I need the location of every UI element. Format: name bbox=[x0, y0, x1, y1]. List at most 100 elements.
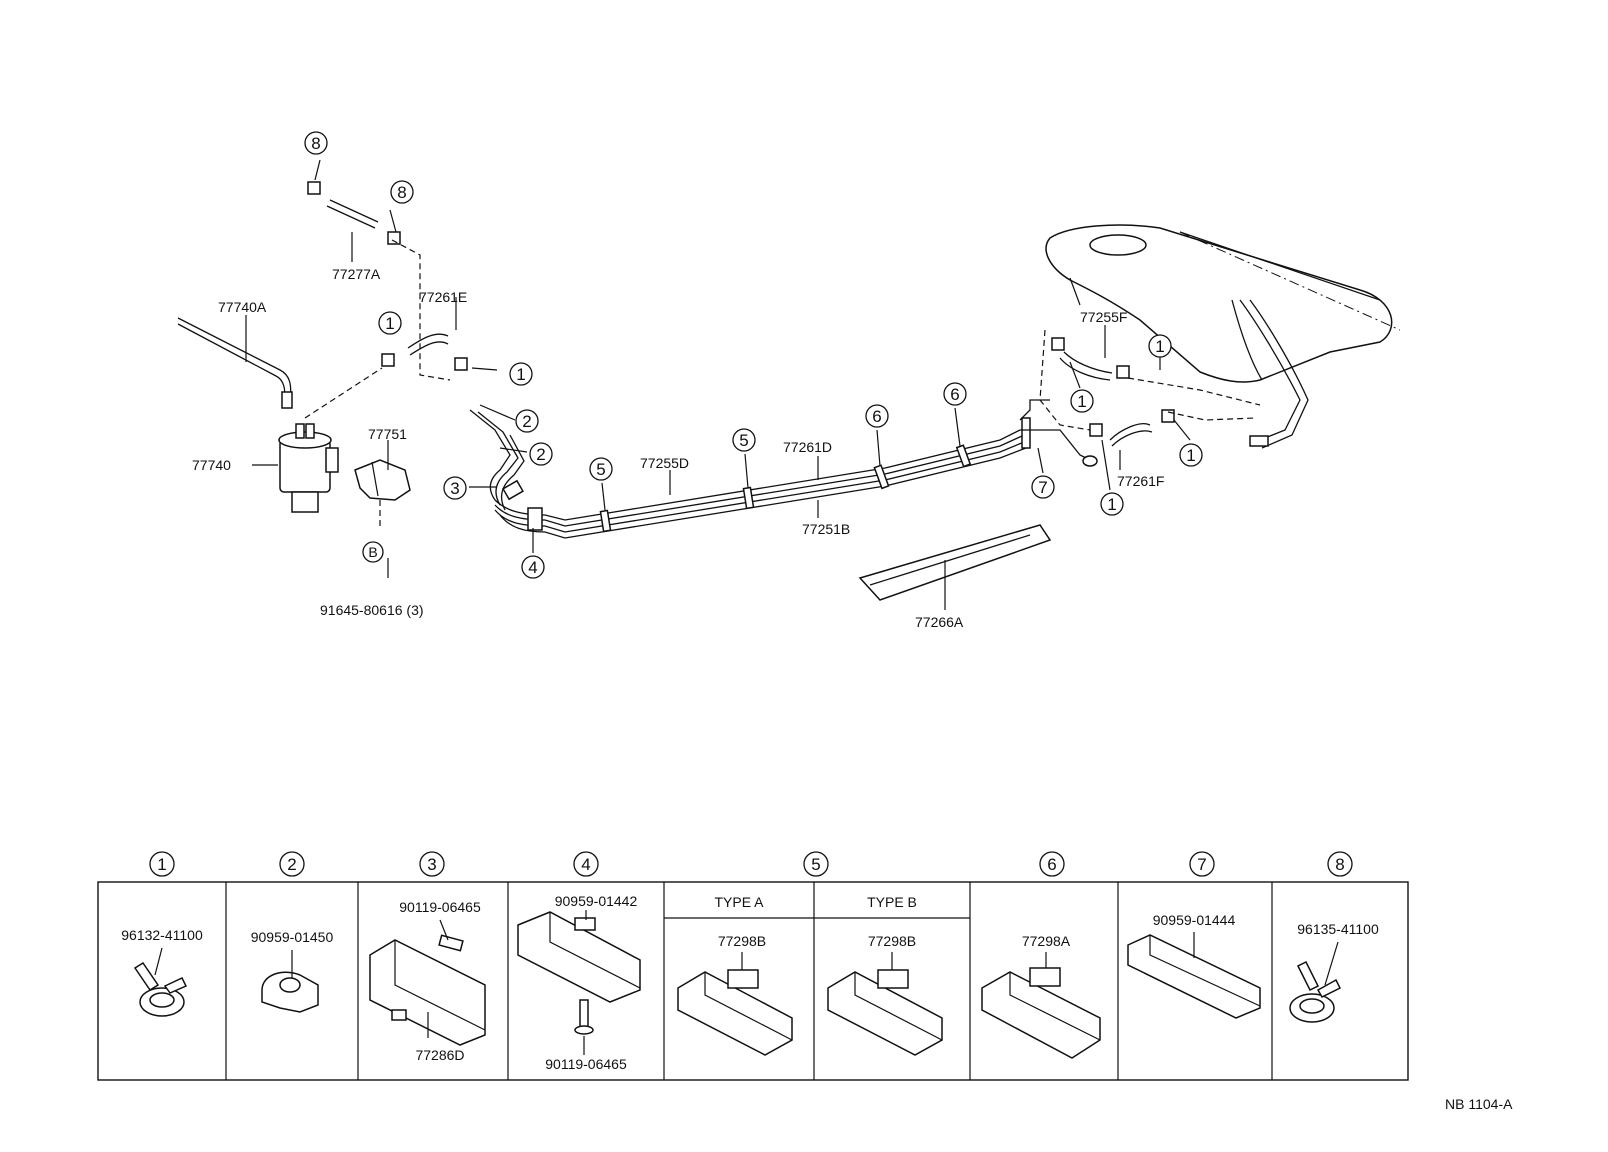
cell-90119-06465-b: 90119-06465 bbox=[545, 1056, 627, 1072]
svg-text:1: 1 bbox=[1077, 392, 1086, 411]
label-77251B: 77251B bbox=[802, 521, 850, 537]
callout-circle: 4 bbox=[521, 555, 545, 579]
callout-circle: 5 bbox=[589, 457, 613, 481]
cell-90959-01444: 90959-01444 bbox=[1153, 912, 1236, 928]
callout-circle: 2 bbox=[529, 442, 553, 466]
callout-circle: 6 bbox=[943, 382, 967, 406]
svg-text:4: 4 bbox=[581, 855, 590, 874]
column-header-2: 2 bbox=[279, 851, 305, 877]
hose-77261F bbox=[1109, 423, 1153, 447]
charcoal-canister bbox=[278, 423, 339, 513]
clamp-sketch-2 bbox=[261, 950, 319, 1013]
label-77261F: 77261F bbox=[1117, 473, 1164, 489]
short-hose bbox=[326, 199, 379, 229]
callout-circle: 3 bbox=[443, 476, 467, 500]
svg-text:3: 3 bbox=[427, 855, 436, 874]
cell-77286D: 77286D bbox=[415, 1047, 464, 1063]
svg-text:6: 6 bbox=[950, 385, 959, 404]
callout-circle: 8 bbox=[304, 131, 328, 155]
diagram-code: NB 1104-A bbox=[1445, 1096, 1513, 1112]
clamp-sketch-8 bbox=[1289, 941, 1342, 1023]
callout-circle: 7 bbox=[1031, 475, 1055, 499]
svg-text:1: 1 bbox=[1107, 495, 1116, 514]
label-77740A: 77740A bbox=[218, 299, 267, 315]
svg-text:8: 8 bbox=[397, 183, 406, 202]
svg-text:8: 8 bbox=[1335, 855, 1344, 874]
hose-77261E bbox=[407, 333, 449, 356]
svg-text:5: 5 bbox=[739, 431, 748, 450]
svg-text:5: 5 bbox=[811, 855, 820, 874]
label-77751: 77751 bbox=[368, 426, 407, 442]
svg-text:3: 3 bbox=[450, 479, 459, 498]
shield-plate bbox=[858, 524, 1052, 601]
callout-circle: 1 bbox=[1179, 443, 1203, 467]
cell-90119-06465-a: 90119-06465 bbox=[399, 899, 481, 915]
svg-text:6: 6 bbox=[1047, 855, 1056, 874]
fuel-line-bundle bbox=[469, 399, 1098, 539]
clamp-sketch-1 bbox=[133, 947, 188, 1017]
callout-circle: 1 bbox=[509, 362, 533, 386]
column-header-4: 4 bbox=[573, 851, 599, 877]
cell-90959-01450: 90959-01450 bbox=[251, 929, 334, 945]
svg-text:1: 1 bbox=[1155, 337, 1164, 356]
clamp-sketch-5a bbox=[677, 952, 793, 1056]
callout-circle: 1 bbox=[1100, 492, 1124, 516]
svg-text:7: 7 bbox=[1197, 855, 1206, 874]
cell-96135-41100: 96135-41100 bbox=[1297, 921, 1379, 937]
svg-text:1: 1 bbox=[1186, 446, 1195, 465]
column-header-8: 8 bbox=[1327, 851, 1353, 877]
column-header-5: 5 bbox=[803, 851, 829, 877]
callout-circle: 2 bbox=[515, 409, 539, 433]
type-b-header: TYPE B bbox=[867, 894, 917, 910]
canister-bracket bbox=[354, 459, 411, 501]
label-77740: 77740 bbox=[192, 457, 231, 473]
column-header-7: 7 bbox=[1189, 851, 1215, 877]
column-header-1: 1 bbox=[149, 851, 175, 877]
svg-text:1: 1 bbox=[385, 314, 394, 333]
cell-96132-41100: 96132-41100 bbox=[121, 927, 203, 943]
cell-90959-01442: 90959-01442 bbox=[555, 893, 638, 909]
label-77255D: 77255D bbox=[640, 455, 689, 471]
cell-77298B-b: 77298B bbox=[868, 933, 916, 949]
label-77277A: 77277A bbox=[332, 266, 381, 282]
column-header-6: 6 bbox=[1039, 851, 1065, 877]
svg-text:2: 2 bbox=[287, 855, 296, 874]
svg-text:1: 1 bbox=[157, 855, 166, 874]
label-91645-80616: 91645-80616 (3) bbox=[320, 602, 424, 618]
clamp-parts-table: 1 2 3 4 5 6 7 8 TYPE A TY bbox=[97, 851, 1409, 1081]
hose-77255F bbox=[1059, 351, 1113, 381]
callout-circle: 1 bbox=[378, 311, 402, 335]
svg-text:2: 2 bbox=[536, 445, 545, 464]
fuel-tank bbox=[1045, 224, 1401, 449]
callout-circle: 6 bbox=[865, 404, 889, 428]
svg-text:2: 2 bbox=[522, 412, 531, 431]
label-77261E: 77261E bbox=[419, 289, 467, 305]
callout-circle: 8 bbox=[390, 180, 414, 204]
svg-text:7: 7 bbox=[1038, 478, 1047, 497]
type-a-header: TYPE A bbox=[714, 894, 764, 910]
svg-text:B: B bbox=[368, 544, 377, 560]
svg-text:8: 8 bbox=[311, 134, 320, 153]
clamp-sketch-5b bbox=[827, 952, 943, 1056]
clamp-sketch-3 bbox=[369, 919, 486, 1046]
svg-text:1: 1 bbox=[516, 365, 525, 384]
cell-77298A: 77298A bbox=[1022, 933, 1071, 949]
vapor-tube bbox=[177, 317, 292, 401]
callout-circle: 5 bbox=[732, 428, 756, 452]
callout-circle-b: B bbox=[362, 541, 384, 563]
callout-circle: 1 bbox=[1070, 389, 1094, 413]
cell-77298B-a: 77298B bbox=[718, 933, 766, 949]
svg-text:5: 5 bbox=[596, 460, 605, 479]
label-77255F: 77255F bbox=[1080, 309, 1127, 325]
svg-text:6: 6 bbox=[872, 407, 881, 426]
clamp-sketch-4 bbox=[517, 910, 641, 1055]
svg-text:4: 4 bbox=[528, 558, 537, 577]
clamp-sketch-7 bbox=[1127, 932, 1261, 1019]
label-77261D: 77261D bbox=[783, 439, 832, 455]
label-77266A: 77266A bbox=[915, 614, 964, 630]
callout-circle: 1 bbox=[1148, 334, 1172, 358]
clamp-sketch-6 bbox=[981, 952, 1101, 1059]
column-header-3: 3 bbox=[419, 851, 445, 877]
